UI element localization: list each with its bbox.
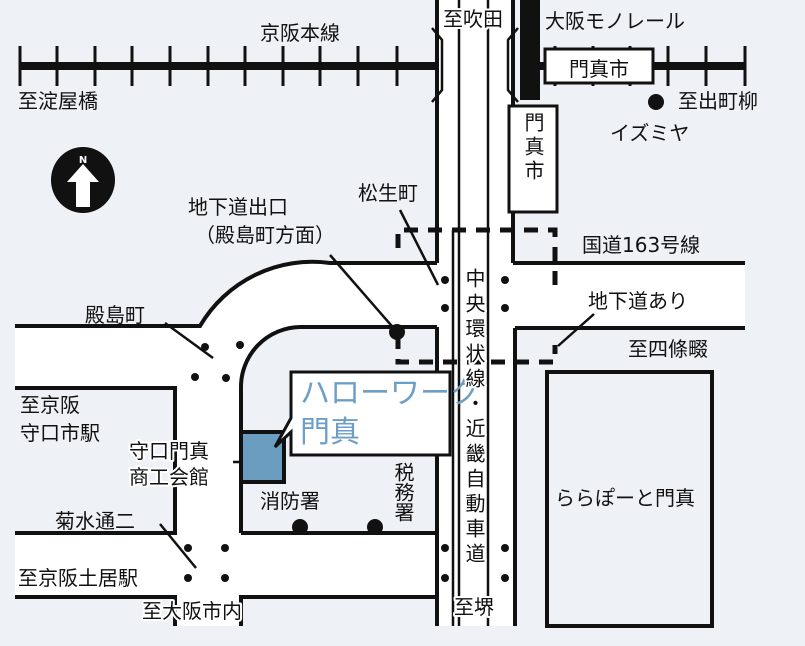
crosswalk-dot xyxy=(221,574,229,582)
tax-office-label: 税務署 xyxy=(391,462,415,522)
crosswalk-dot xyxy=(441,544,449,552)
keihan-station-box xyxy=(543,47,655,85)
underpass-dashes xyxy=(395,227,558,365)
crosswalk-dot xyxy=(441,574,449,582)
crosswalk-dot xyxy=(191,373,199,381)
underpass-exit-label: 地下道出口 xyxy=(188,195,288,219)
hellowork-building[interactable] xyxy=(239,430,286,484)
kikusuidori-label: 菊水通二 xyxy=(55,509,135,533)
chamber-label: 守口門真 xyxy=(129,439,209,463)
fire-station-label: 消防署 xyxy=(260,489,320,513)
to-demachiyanagi-label: 至出町柳 xyxy=(678,89,758,113)
north-label: N xyxy=(79,155,87,166)
to-keihan-doi-label: 至京阪土居駅 xyxy=(18,566,138,590)
tax-office-marker xyxy=(367,519,383,535)
to-suita-label: 至吹田 xyxy=(443,7,503,31)
underpass-label: 地下道あり xyxy=(588,289,688,313)
route163-label: 国道163号線 xyxy=(582,233,700,257)
monorail-station-box xyxy=(507,104,559,214)
keihan-line-label: 京阪本線 xyxy=(260,21,340,45)
crosswalk-dot xyxy=(501,544,509,552)
lalaport-block xyxy=(545,370,714,628)
tonoshimacho-label: 殿島町 xyxy=(85,303,145,327)
underpass-exit-direction-label: （殿島町方面） xyxy=(195,223,335,247)
crosswalk-dot xyxy=(221,544,229,552)
keihan-station-label: 門真市 xyxy=(569,57,629,81)
overpass-marks xyxy=(431,27,519,103)
crosswalk-dot xyxy=(501,304,509,312)
hellowork-label[interactable]: ハローワーク xyxy=(300,376,480,411)
expressway-label: 中央環状線・近畿自動車道 xyxy=(462,268,486,568)
leader-lines xyxy=(159,209,595,569)
crosswalk-dot xyxy=(441,304,449,312)
monorail-station-label: 門真市 xyxy=(521,112,545,184)
matsuocho-label: 松生町 xyxy=(358,181,418,205)
to-keihan-label: 至京阪 xyxy=(20,393,80,417)
to-shijonawate-label: 至四條畷 xyxy=(628,337,708,361)
to-sakai-label: 至堺 xyxy=(454,595,494,619)
hellowork-callout xyxy=(273,370,452,457)
crosswalk-dot xyxy=(222,374,230,382)
monorail-line xyxy=(520,0,540,100)
moriguchishi-station-label: 守口市駅 xyxy=(20,421,100,445)
crosswalk-dot xyxy=(184,544,192,552)
crosswalk-dots xyxy=(184,276,509,582)
lalaport-label: ららぽーと門真 xyxy=(555,486,695,510)
crosswalk-dot xyxy=(201,343,209,351)
crosswalk-dot xyxy=(236,341,244,349)
hellowork-label-city: 門真 xyxy=(300,415,360,450)
north-compass-icon: N xyxy=(51,147,115,213)
road-surfaces xyxy=(15,0,745,626)
izumiya-marker xyxy=(648,94,664,110)
crosswalk-dot xyxy=(501,574,509,582)
crosswalk-dot xyxy=(501,276,509,284)
crosswalk-dot xyxy=(441,276,449,284)
monorail-label: 大阪モノレール xyxy=(545,9,685,33)
crosswalk-dot xyxy=(184,574,192,582)
izumiya-label: イズミヤ xyxy=(610,121,689,145)
to-yodoyabashi-label: 至淀屋橋 xyxy=(18,89,98,113)
to-osaka-city-label: 至大阪市内 xyxy=(142,599,242,623)
fire-station-marker xyxy=(292,519,308,535)
chamber-label-2: 商工会館 xyxy=(129,465,209,489)
